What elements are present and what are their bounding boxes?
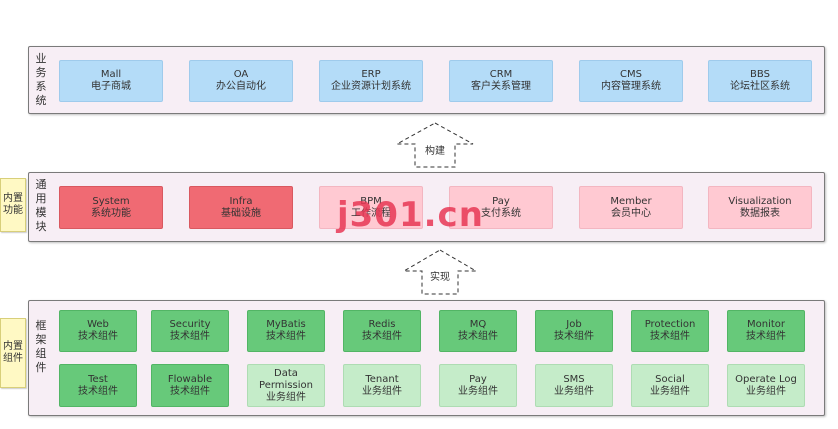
module-member-en: Member: [610, 195, 652, 207]
component-operate-log[interactable]: Operate Log 业务组件: [727, 364, 805, 407]
module-oa-en: OA: [233, 69, 249, 80]
component-job[interactable]: Job 技术组件: [535, 310, 613, 352]
component-mybatis-zh: 技术组件: [266, 331, 306, 342]
component-protection[interactable]: Protection 技术组件: [631, 310, 709, 352]
module-crm-en: CRM: [489, 69, 513, 80]
module-mall-en: Mall: [100, 69, 122, 80]
module-cms-en: CMS: [620, 69, 642, 80]
build-arrow: [396, 122, 474, 168]
component-mq[interactable]: MQ 技术组件: [439, 310, 517, 352]
component-mq-zh: 技术组件: [458, 331, 498, 342]
module-bpm-en: BPM: [360, 195, 382, 207]
framework-layer-label: 框架组件: [35, 319, 47, 374]
module-pay[interactable]: Pay 支付系统: [449, 186, 553, 229]
module-visualization-zh: 数据报表: [740, 207, 780, 219]
component-tenant[interactable]: Tenant 业务组件: [343, 364, 421, 407]
module-system[interactable]: System 系统功能: [59, 186, 163, 229]
module-pay-zh: 支付系统: [481, 207, 521, 219]
module-pay-en: Pay: [492, 195, 510, 207]
component-mq-en: MQ: [469, 319, 487, 330]
component-job-en: Job: [566, 319, 582, 330]
component-pay[interactable]: Pay 业务组件: [439, 364, 517, 407]
component-job-zh: 技术组件: [554, 331, 594, 342]
component-monitor[interactable]: Monitor 技术组件: [727, 310, 805, 352]
component-sms-en: SMS: [563, 373, 585, 385]
watermark: j301.cn: [337, 195, 484, 235]
module-erp-en: ERP: [361, 69, 381, 80]
component-tenant-zh: 业务组件: [362, 385, 402, 397]
component-mybatis-en: MyBatis: [266, 319, 306, 330]
component-security[interactable]: Security 技术组件: [151, 310, 229, 352]
builtin-components-tag: 内置组件: [0, 318, 26, 388]
component-operate-log-en: Operate Log: [735, 373, 797, 385]
module-erp[interactable]: ERP 企业资源计划系统: [319, 60, 423, 102]
module-member[interactable]: Member 会员中心: [579, 186, 683, 229]
module-cms[interactable]: CMS 内容管理系统: [579, 60, 683, 102]
component-sms[interactable]: SMS 业务组件: [535, 364, 613, 407]
component-security-en: Security: [169, 319, 211, 330]
module-mall-zh: 电子商城: [91, 81, 131, 92]
component-operate-log-zh: 业务组件: [746, 385, 786, 397]
implement-arrow-label: 实现: [430, 272, 450, 283]
builtin-features-tag: 内置功能: [0, 178, 26, 232]
component-flowable[interactable]: Flowable 技术组件: [151, 364, 229, 407]
module-erp-zh: 企业资源计划系统: [331, 81, 411, 92]
component-web-en: Web: [87, 319, 109, 330]
component-social[interactable]: Social 业务组件: [631, 364, 709, 407]
component-protection-zh: 技术组件: [650, 331, 690, 342]
module-bbs[interactable]: BBS 论坛社区系统: [708, 60, 812, 102]
component-social-en: Social: [655, 373, 685, 385]
module-member-zh: 会员中心: [611, 207, 651, 219]
module-crm[interactable]: CRM 客户关系管理: [449, 60, 553, 102]
component-pay-zh: 业务组件: [458, 385, 498, 397]
component-security-zh: 技术组件: [170, 331, 210, 342]
component-mybatis[interactable]: MyBatis 技术组件: [247, 310, 325, 352]
component-monitor-en: Monitor: [746, 319, 785, 330]
module-bpm[interactable]: BPM 工作流程: [319, 186, 423, 229]
component-sms-zh: 业务组件: [554, 385, 594, 397]
component-pay-en: Pay: [469, 373, 487, 385]
module-system-en: System: [92, 195, 130, 207]
build-arrow-label: 构建: [425, 146, 445, 157]
component-redis-en: Redis: [368, 319, 396, 330]
component-test[interactable]: Test 技术组件: [59, 364, 137, 407]
component-monitor-zh: 技术组件: [746, 331, 786, 342]
component-redis[interactable]: Redis 技术组件: [343, 310, 421, 352]
module-infra-en: Infra: [229, 195, 253, 207]
business-layer: 业务系统 Mall 电子商城 OA 办公自动化 ERP 企业资源计划系统 CRM…: [28, 46, 825, 114]
component-tenant-en: Tenant: [365, 373, 399, 385]
common-layer: 通用模块 System 系统功能 Infra 基础设施 BPM 工作流程 Pay…: [28, 172, 825, 242]
module-bbs-en: BBS: [750, 69, 770, 80]
component-test-zh: 技术组件: [78, 385, 118, 397]
implement-arrow: [402, 249, 478, 295]
component-data-permission[interactable]: Data Permission 业务组件: [247, 364, 325, 407]
component-data-permission-zh: 业务组件: [266, 391, 306, 403]
common-layer-label: 通用模块: [35, 178, 47, 233]
component-flowable-zh: 技术组件: [170, 385, 210, 397]
module-oa-zh: 办公自动化: [216, 81, 266, 92]
component-data-permission-en: Data Permission: [259, 367, 313, 391]
component-test-en: Test: [88, 373, 108, 385]
module-bpm-zh: 工作流程: [351, 207, 391, 219]
component-social-zh: 业务组件: [650, 385, 690, 397]
module-system-zh: 系统功能: [91, 207, 131, 219]
module-infra-zh: 基础设施: [221, 207, 261, 219]
module-mall[interactable]: Mall 电子商城: [59, 60, 163, 102]
module-bbs-zh: 论坛社区系统: [730, 81, 790, 92]
component-web[interactable]: Web 技术组件: [59, 310, 137, 352]
framework-layer: 框架组件 Web 技术组件 Security 技术组件 MyBatis 技术组件…: [28, 300, 825, 416]
module-cms-zh: 内容管理系统: [601, 81, 661, 92]
module-oa[interactable]: OA 办公自动化: [189, 60, 293, 102]
module-crm-zh: 客户关系管理: [471, 81, 531, 92]
component-protection-en: Protection: [644, 319, 696, 330]
module-visualization-en: Visualization: [728, 195, 792, 207]
component-redis-zh: 技术组件: [362, 331, 402, 342]
business-layer-label: 业务系统: [35, 52, 47, 107]
module-infra[interactable]: Infra 基础设施: [189, 186, 293, 229]
module-visualization[interactable]: Visualization 数据报表: [708, 186, 812, 229]
component-flowable-en: Flowable: [167, 373, 213, 385]
component-web-zh: 技术组件: [78, 331, 118, 342]
